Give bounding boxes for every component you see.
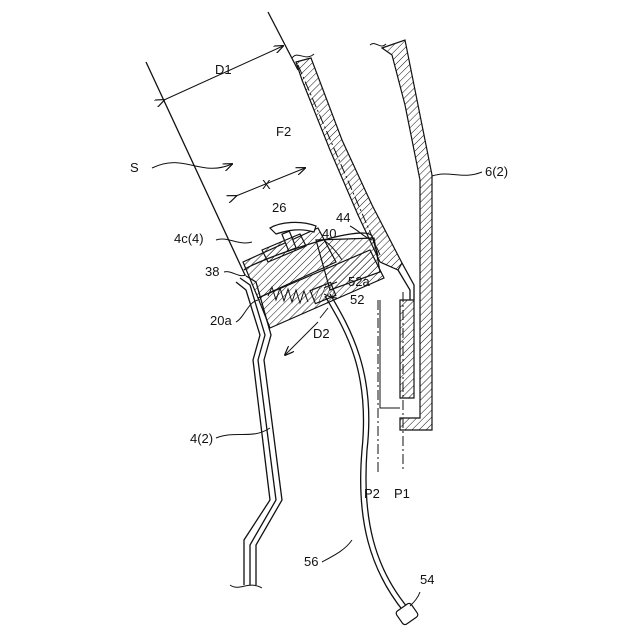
label-54: 54 bbox=[420, 572, 434, 587]
label-38: 38 bbox=[205, 264, 219, 279]
label-6-2: 6(2) bbox=[485, 164, 508, 179]
label-56: 56 bbox=[304, 554, 318, 569]
label-20a: 20a bbox=[210, 313, 232, 328]
label-F2: F2 bbox=[276, 124, 291, 139]
leader-S bbox=[152, 163, 232, 169]
label-D1: D1 bbox=[215, 62, 232, 77]
label-44: 44 bbox=[336, 210, 350, 225]
label-4-2: 4(2) bbox=[190, 431, 213, 446]
label-52a: 52a bbox=[348, 274, 370, 289]
label-X: X bbox=[262, 177, 271, 192]
label-S: S bbox=[130, 160, 139, 175]
label-D2: D2 bbox=[313, 326, 330, 341]
seat-outline bbox=[146, 12, 298, 275]
label-P1: P1 bbox=[394, 486, 410, 501]
label-4c-4: 4c(4) bbox=[174, 231, 204, 246]
label-P2: P2 bbox=[364, 486, 380, 501]
label-40: 40 bbox=[322, 226, 336, 241]
label-52: 52 bbox=[350, 292, 364, 307]
label-26: 26 bbox=[272, 200, 286, 215]
